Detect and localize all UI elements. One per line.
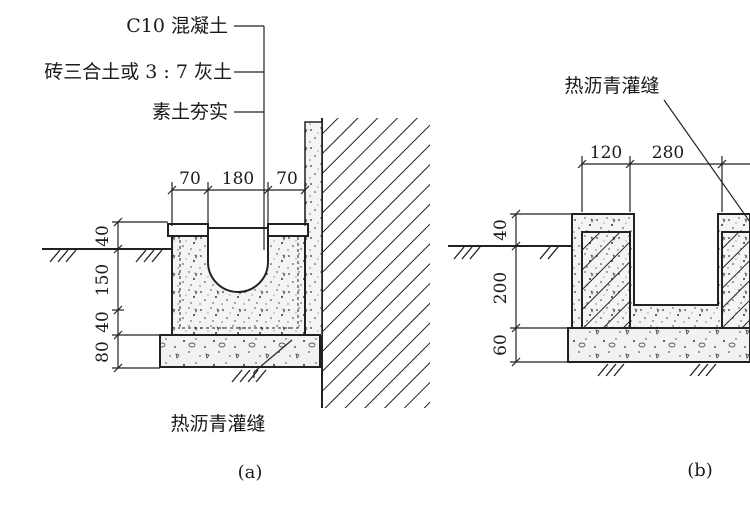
ground-hatch-marks-b: [453, 246, 559, 260]
top-leader-b: [663, 99, 750, 223]
wall-section-a: [322, 118, 430, 408]
dim-a-top-2: 70: [276, 169, 298, 189]
brick-wall-right-b: [721, 231, 750, 329]
caption-b: (b): [687, 460, 713, 481]
callout-leaders-a: [234, 25, 265, 250]
dim-b-side-1: 200: [491, 272, 511, 304]
figure-a: 70 180 70 40 150 40 80 C10 混凝土: [42, 15, 430, 483]
figure-b: 120 280 120 热沥青灌缝 40 200 60: [448, 75, 750, 481]
bottom-label-a: 热沥青灌缝: [170, 413, 265, 435]
channel-u-opening: [207, 227, 269, 293]
ground-hatch-marks-a: [49, 249, 163, 263]
dim-a-side-3: 80: [93, 341, 113, 363]
dim-b-side-0: 40: [491, 219, 511, 241]
dim-a-side-1: 150: [93, 264, 113, 296]
top-dimension-line-b: [577, 156, 750, 212]
dim-a-top-1: 180: [222, 169, 254, 189]
caption-a: (a): [238, 462, 263, 483]
dim-a-top-0: 70: [179, 169, 201, 189]
dim-b-side-2: 60: [491, 334, 511, 356]
callout-label-rammed-soil: 素土夯实: [152, 101, 228, 123]
callout-label-brick-lime: 砖三合土或 3 : 7 灰土: [44, 61, 232, 83]
side-dimension-line-a: [112, 217, 168, 373]
top-label-b: 热沥青灌缝: [564, 75, 659, 97]
dim-b-top-0: 120: [590, 143, 622, 163]
ground-hatch-marks-a-bottom: [231, 369, 267, 383]
brick-wall-left-b: [581, 231, 631, 329]
top-dimension-line-a: [167, 182, 310, 226]
base-slab-a: [159, 334, 321, 368]
cap-left-a: [167, 223, 209, 237]
ground-hatch-marks-b-bottom: [597, 363, 717, 377]
base-slab-b: [567, 327, 750, 363]
dim-a-side-0: 40: [93, 225, 113, 247]
callout-label-concrete: C10 混凝土: [126, 15, 228, 37]
dim-a-side-2: 40: [93, 311, 113, 333]
side-dimension-line-b: [510, 209, 572, 367]
cap-right-a: [267, 223, 309, 237]
dim-b-top-1: 280: [652, 143, 684, 163]
